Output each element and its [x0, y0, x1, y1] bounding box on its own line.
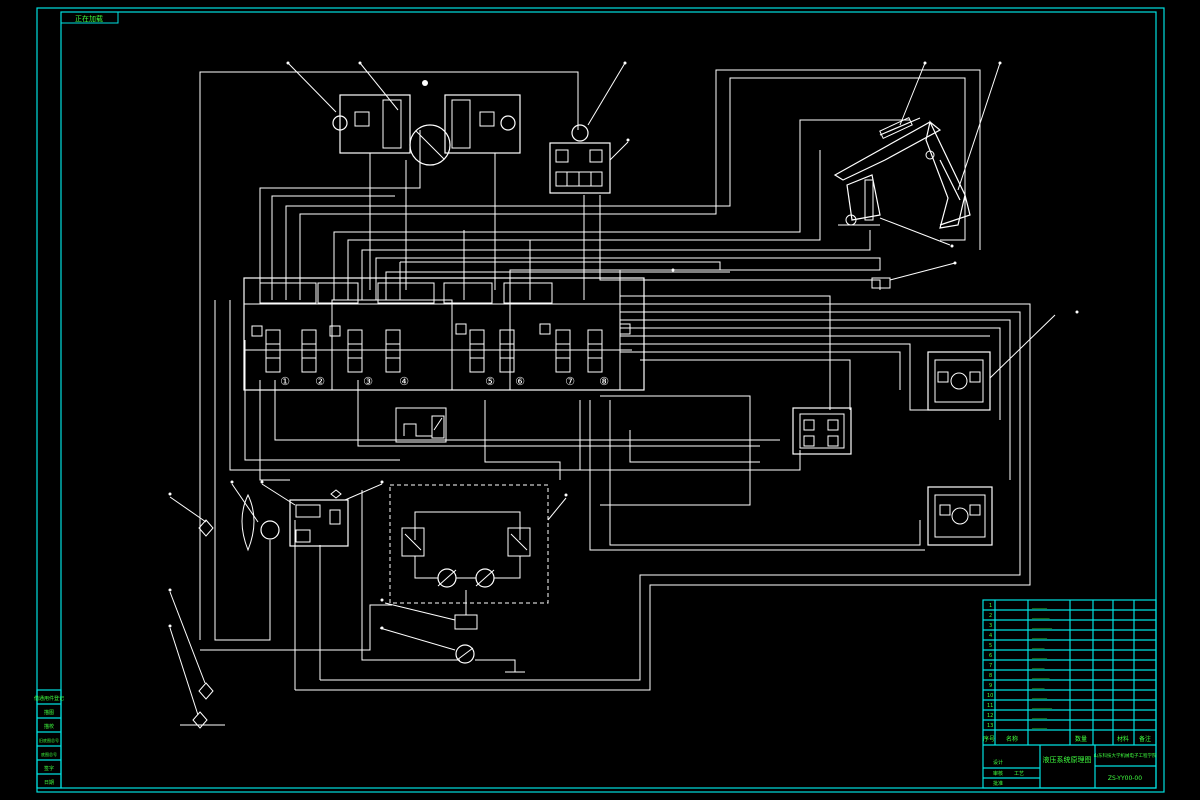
- svg-text:1: 1: [989, 603, 992, 609]
- svg-text:_____: _____: [1031, 683, 1045, 689]
- footer-process: 工艺: [1014, 771, 1024, 777]
- row-label-no: 序号: [983, 735, 995, 743]
- svg-text:7: 7: [989, 663, 992, 669]
- svg-text:3: 3: [989, 623, 992, 629]
- svg-text:10: 10: [987, 693, 993, 699]
- svg-text:9: 9: [989, 683, 992, 689]
- side-label-1: 借通用件登记: [34, 695, 64, 702]
- cooling-and-filter-group: [169, 483, 383, 729]
- leader-markers: [168, 61, 1079, 630]
- svg-text:______: ______: [1031, 633, 1048, 639]
- stamp-box: [60, 11, 119, 24]
- svg-text:4: 4: [989, 633, 992, 639]
- travel-motor-upper: [927, 314, 1056, 411]
- side-label-2: 描图: [44, 709, 54, 716]
- multiway-valve-bank: ① ② ③ ④ ⑤ ⑥ ⑦ ⑧: [243, 269, 645, 443]
- pipe-network: [199, 69, 1031, 691]
- pilot-valve-block: [549, 62, 629, 194]
- svg-text:8: 8: [989, 673, 992, 679]
- svg-text:______: ______: [1031, 603, 1048, 609]
- center-rotary-joint: [792, 407, 852, 455]
- section-label-1: ①: [280, 375, 290, 388]
- excavator-boom-arm: [833, 62, 1001, 289]
- footer-design: 设计: [993, 759, 1003, 766]
- side-label-5: 底图总号: [41, 751, 57, 757]
- inner-border: [60, 11, 1157, 789]
- section-label-8: ⑧: [599, 375, 609, 388]
- row-label-remark: 备注: [1139, 735, 1151, 743]
- travel-motor-lower: [927, 486, 993, 546]
- svg-text:5: 5: [989, 643, 992, 649]
- section-label-5: ⑤: [485, 375, 495, 388]
- section-label-6: ⑥: [515, 375, 525, 388]
- row-label-name: 名称: [1006, 735, 1018, 743]
- svg-text:_______: _______: [1031, 613, 1050, 619]
- svg-text:_______: _______: [1031, 673, 1050, 679]
- svg-text:______: ______: [1031, 723, 1048, 729]
- drawing-title: 液压系统原理图: [1043, 755, 1092, 764]
- side-label-table: 借通用件登记 描图 描校 旧底图总号 底图总号 签字 日期: [34, 689, 64, 789]
- outer-border: [36, 7, 1165, 793]
- svg-text:2: 2: [989, 613, 992, 619]
- section-label-3: ③: [363, 375, 373, 388]
- side-label-7: 日期: [44, 780, 54, 786]
- svg-text:______: ______: [1031, 653, 1048, 659]
- footer-review: 审核: [993, 770, 1003, 777]
- svg-text:________: ________: [1031, 703, 1053, 709]
- svg-text:________: ________: [1031, 623, 1053, 629]
- stamp-text: 正在加载: [75, 14, 103, 23]
- side-label-6: 签字: [44, 765, 54, 772]
- drawing-number: ZS-YY00-00: [1108, 775, 1142, 782]
- side-label-3: 描校: [44, 723, 54, 730]
- footer-approve: 批准: [993, 780, 1003, 787]
- row-label-material: 材料: [1117, 735, 1129, 743]
- svg-text:_____: _____: [1031, 643, 1045, 649]
- section-label-4: ④: [399, 375, 409, 388]
- main-pump-group: [379, 484, 567, 664]
- section-label-7: ⑦: [565, 375, 575, 388]
- side-label-4: 旧底图总号: [39, 737, 59, 743]
- school-name: 山东科技大学机械电子工程学院: [1094, 752, 1157, 759]
- svg-text:11: 11: [987, 703, 993, 709]
- swing-motor-assembly: [287, 62, 521, 290]
- row-label-qty: 数量: [1075, 735, 1087, 743]
- svg-text:______: ______: [1031, 713, 1048, 719]
- svg-text:_____: _____: [1031, 663, 1045, 669]
- svg-text:13: 13: [987, 723, 993, 729]
- svg-text:______: ______: [1031, 693, 1048, 699]
- svg-text:12: 12: [987, 713, 993, 719]
- section-label-2: ②: [315, 375, 325, 388]
- svg-text:6: 6: [989, 653, 992, 659]
